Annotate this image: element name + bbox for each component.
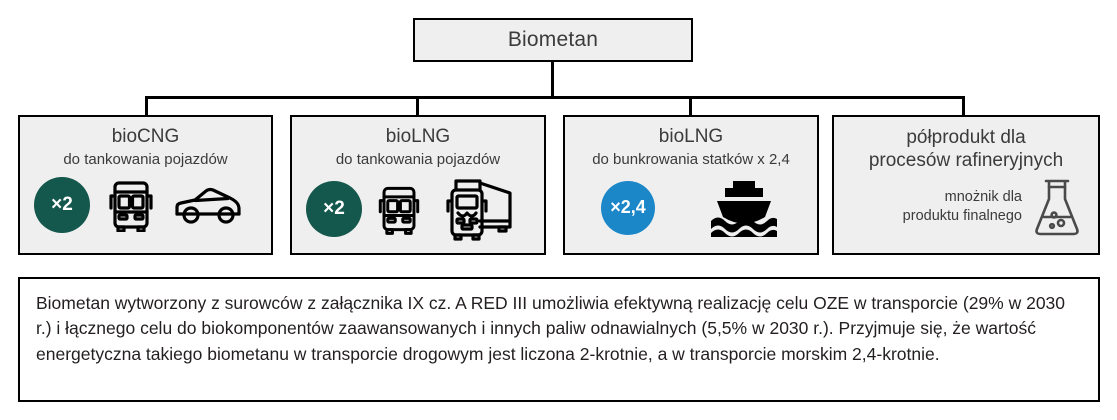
connector-drop-biolng-marine bbox=[689, 96, 692, 118]
note-box: Biometan wytworzony z surowców z załączn… bbox=[18, 277, 1100, 402]
connector-horizontal-bus bbox=[145, 96, 965, 99]
root-node-biometan: Biometan bbox=[413, 18, 693, 62]
car-icon bbox=[172, 184, 244, 226]
category-subtitle-biolng-road: do tankowania pojazdów bbox=[335, 150, 501, 168]
multiplier-badge-label: ×2 bbox=[51, 193, 73, 215]
ship-icon bbox=[707, 177, 781, 239]
category-subtitle-biolng-marine: do bunkrowania statków x 2,4 bbox=[592, 150, 790, 168]
multiplier-badge-biolng-road: ×2 bbox=[306, 180, 362, 237]
note-text: Biometan wytworzony z surowców z załączn… bbox=[36, 293, 1066, 364]
multiplier-badge-label: ×2 bbox=[323, 197, 345, 219]
multiplier-badge-biolng-marine: ×2,4 bbox=[601, 180, 655, 235]
icon-row-biolng-road: ×2 bbox=[292, 177, 544, 241]
connector-root-stem bbox=[551, 62, 554, 98]
category-subtitle-biocng: do tankowania pojazdów bbox=[63, 150, 228, 168]
bus-icon bbox=[370, 182, 428, 236]
icon-row-refinery: mnożnik dla produktu finalnego bbox=[834, 175, 1098, 239]
category-title-refinery: półprodukt dla procesów rafineryjnych bbox=[868, 127, 1064, 171]
flask-icon bbox=[1030, 175, 1084, 239]
connector-drop-biocng bbox=[145, 96, 148, 118]
category-box-biocng: bioCNG do tankowania pojazdów ×2 bbox=[18, 115, 273, 255]
connector-drop-refinery bbox=[962, 96, 965, 118]
category-title-biocng: bioCNG bbox=[111, 126, 180, 147]
multiplier-badge-biocng: ×2 bbox=[34, 176, 90, 233]
bus-icon bbox=[100, 178, 162, 232]
icon-row-biolng-marine: ×2,4 bbox=[565, 177, 817, 239]
category-box-biolng-marine: bioLNG do bunkrowania statków x 2,4 ×2,4 bbox=[563, 115, 819, 255]
category-title-biolng-road: bioLNG bbox=[385, 126, 451, 147]
category-caption-refinery: mnożnik dla produktu finalnego bbox=[902, 189, 1022, 224]
multiplier-badge-label: ×2,4 bbox=[610, 197, 646, 218]
root-node-label: Biometan bbox=[507, 28, 599, 51]
category-box-refinery: półprodukt dla procesów rafineryjnych mn… bbox=[832, 115, 1100, 255]
category-box-biolng-road: bioLNG do tankowania pojazdów ×2 bbox=[290, 115, 546, 255]
category-title-biolng-marine: bioLNG bbox=[658, 126, 724, 147]
truck-icon bbox=[436, 177, 518, 241]
icon-row-biocng: ×2 bbox=[20, 176, 271, 233]
connector-drop-biolng-road bbox=[416, 96, 419, 118]
